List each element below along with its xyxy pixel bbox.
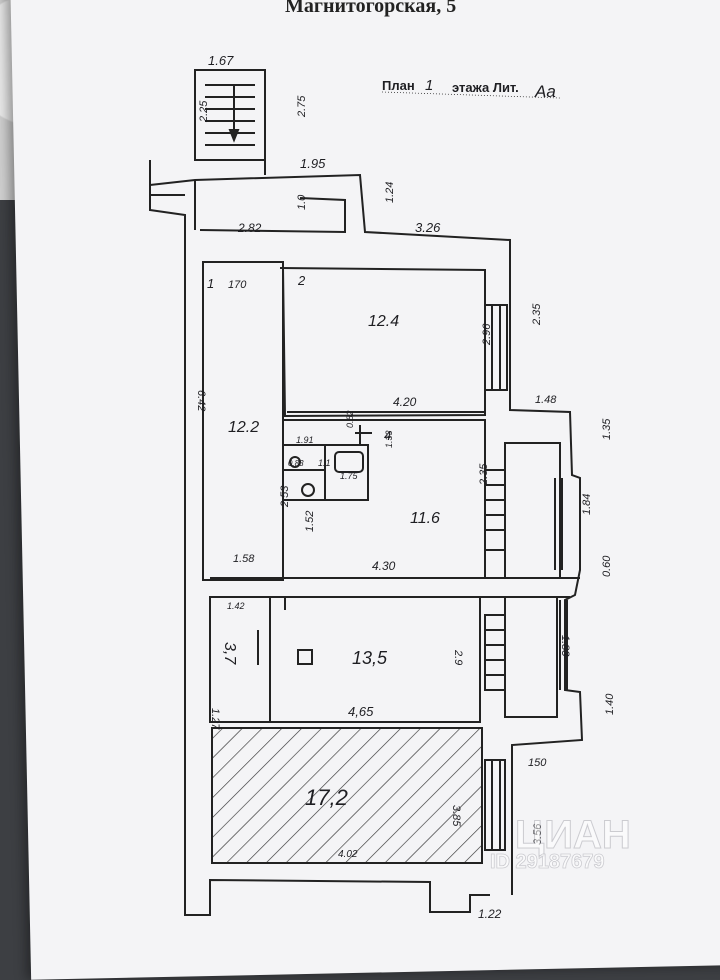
dim-2-75: 2.75 — [296, 95, 308, 118]
room-number-4: 4 — [384, 428, 391, 443]
dim-1-52: 1.52 — [304, 511, 316, 532]
floor-plan-drawing: Магнитогорская, 5 План 1 этажа Лит. Аа — [149, 0, 632, 921]
dim-6-42: 6.42 — [195, 390, 207, 411]
plan-walls — [149, 69, 584, 916]
dim-1-91: 1.91 — [296, 435, 314, 445]
dim-150: 150 — [528, 757, 547, 769]
dim-1-0: 1.0 — [296, 194, 308, 210]
plan-title-floor: 1 — [425, 77, 433, 94]
plan-title-middle: этажа Лит. — [452, 80, 519, 95]
plan-title: План 1 этажа Лит. Аа — [381, 77, 561, 101]
room-area-17-2: 17,2 — [305, 785, 348, 810]
address-header: Магнитогорская, 5 — [285, 0, 456, 17]
watermark-brand: ЦИАН — [515, 813, 631, 857]
dim-1-33: 1.33 — [384, 430, 394, 448]
dim-1-58: 1.58 — [233, 553, 255, 565]
dim-1-22: 1.22 — [478, 907, 502, 921]
dim-0-83: 0.83 — [288, 459, 304, 468]
room-area-11-6: 11.6 — [410, 510, 440, 527]
plan-title-prefix: План — [382, 78, 415, 93]
dim-3-56: 3.56 — [532, 823, 544, 845]
dim-2-25: 2.25 — [198, 100, 210, 123]
dim-1-83: 1.83 — [559, 635, 571, 657]
room-number-2: 2 — [297, 273, 306, 288]
dim-1-35: 1.35 — [601, 418, 613, 440]
room-area-12-4: 12.4 — [368, 313, 399, 330]
dim-1-40: 1.40 — [604, 693, 616, 715]
dim-1-48: 1.48 — [535, 394, 557, 406]
dim-1-75: 1.75 — [340, 471, 359, 481]
room-area-3-7: 3,7 — [221, 642, 238, 665]
cian-watermark: ЦИАН ID 29187679 — [490, 813, 632, 874]
room-number-1: 1 — [207, 276, 214, 291]
dim-4-20: 4.20 — [393, 395, 417, 409]
dim-4-30: 4.30 — [372, 559, 396, 573]
dim-1-27: 1.27 — [209, 708, 221, 730]
room-area-12-2: 12.2 — [228, 419, 259, 436]
dim-2-82: 2.82 — [237, 221, 262, 235]
dim-3-85: 3.85 — [450, 805, 462, 827]
room-area-13-5: 13,5 — [352, 648, 388, 668]
dim-1-84: 1.84 — [581, 494, 593, 515]
dim-1-67: 1.67 — [208, 53, 234, 68]
dim-1-24: 1.24 — [384, 182, 396, 203]
dim-1-95: 1.95 — [300, 156, 326, 171]
dim-2-35-a: 2.35 — [531, 303, 543, 326]
dim-4-02: 4.02 — [338, 849, 358, 860]
dimension-labels: 1.67 2.25 2.75 1.95 1.24 2.82 1.0 3.26 1… — [195, 53, 616, 921]
dim-2-96: 2.96 — [481, 323, 493, 346]
dim-2-53: 2.53 — [279, 485, 291, 508]
plan-title-lit: Аа — [534, 82, 556, 101]
dim-0-82: 0.82 — [345, 410, 355, 428]
dim-4-65: 4,65 — [348, 704, 374, 719]
dim-3-26: 3.26 — [415, 220, 441, 235]
dim-170: 170 — [228, 279, 247, 291]
dim-1-42: 1.42 — [227, 601, 245, 611]
dim-2-35-b: 2.35 — [478, 463, 490, 486]
dim-2-9: 2.9 — [452, 649, 464, 665]
dim-0-60: 0.60 — [601, 555, 613, 577]
dim-1-1: 1.1 — [318, 458, 331, 468]
room-labels: 1 2 4 12.4 12.2 11.6 13,5 3,7 17,2 — [207, 273, 440, 810]
watermark-id: ID 29187679 — [490, 851, 605, 873]
hatched-room-fill — [213, 729, 481, 862]
